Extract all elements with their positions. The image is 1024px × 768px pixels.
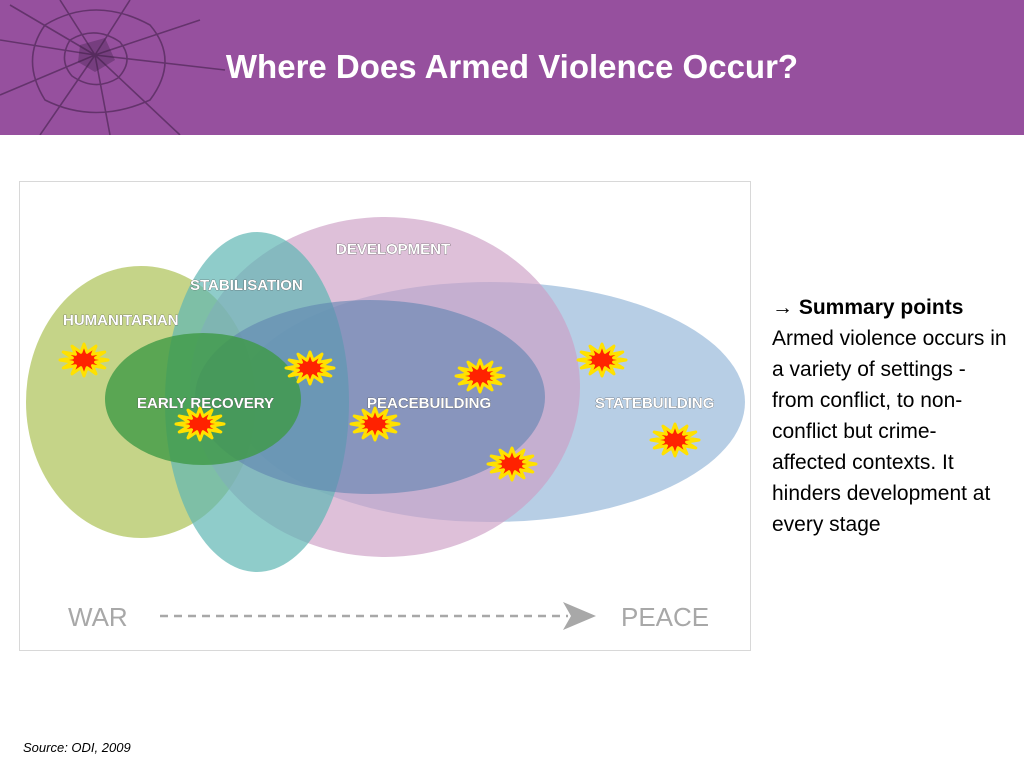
explosion-burst-icon xyxy=(284,350,336,386)
peacebuilding-label: PEACEBUILDING xyxy=(367,395,491,412)
early-recovery-label: EARLY RECOVERY xyxy=(137,395,274,412)
explosion-burst-icon xyxy=(58,342,110,378)
explosion-burst-icon xyxy=(649,422,701,458)
source-citation: Source: ODI, 2009 xyxy=(23,740,131,755)
shattered-glass-texture xyxy=(0,0,226,135)
stabilisation-label: STABILISATION xyxy=(190,277,303,294)
peace-label: PEACE xyxy=(621,602,709,632)
explosion-burst-icon xyxy=(454,358,506,394)
early-recovery-ellipse xyxy=(105,333,301,465)
slide-title: Where Does Armed Violence Occur? xyxy=(225,48,799,85)
statebuilding-label: STATEBUILDING xyxy=(595,395,714,412)
explosion-burst-icon xyxy=(349,406,401,442)
peacebuilding-ellipse xyxy=(195,300,545,494)
development-label: DEVELOPMENT xyxy=(336,241,450,258)
violence-markers xyxy=(58,342,701,482)
war-label: WAR xyxy=(68,602,128,632)
humanitarian-label: HUMANITARIAN xyxy=(63,312,179,329)
summary-body: Armed violence occurs in a variety of se… xyxy=(772,327,1007,536)
title-banner: Where Does Armed Violence Occur? xyxy=(0,0,1024,135)
arrow-right-icon: → xyxy=(772,296,793,319)
summary-points: → Summary points Armed violence occurs i… xyxy=(772,292,1008,540)
explosion-burst-icon xyxy=(486,446,538,482)
explosion-burst-icon xyxy=(174,406,226,442)
arrowhead-icon xyxy=(563,602,596,630)
explosion-burst-icon xyxy=(576,342,628,378)
summary-heading: Summary points xyxy=(798,296,964,319)
violence-settings-diagram: HUMANITARIAN STABILISATION DEVELOPMENT E… xyxy=(19,181,751,651)
